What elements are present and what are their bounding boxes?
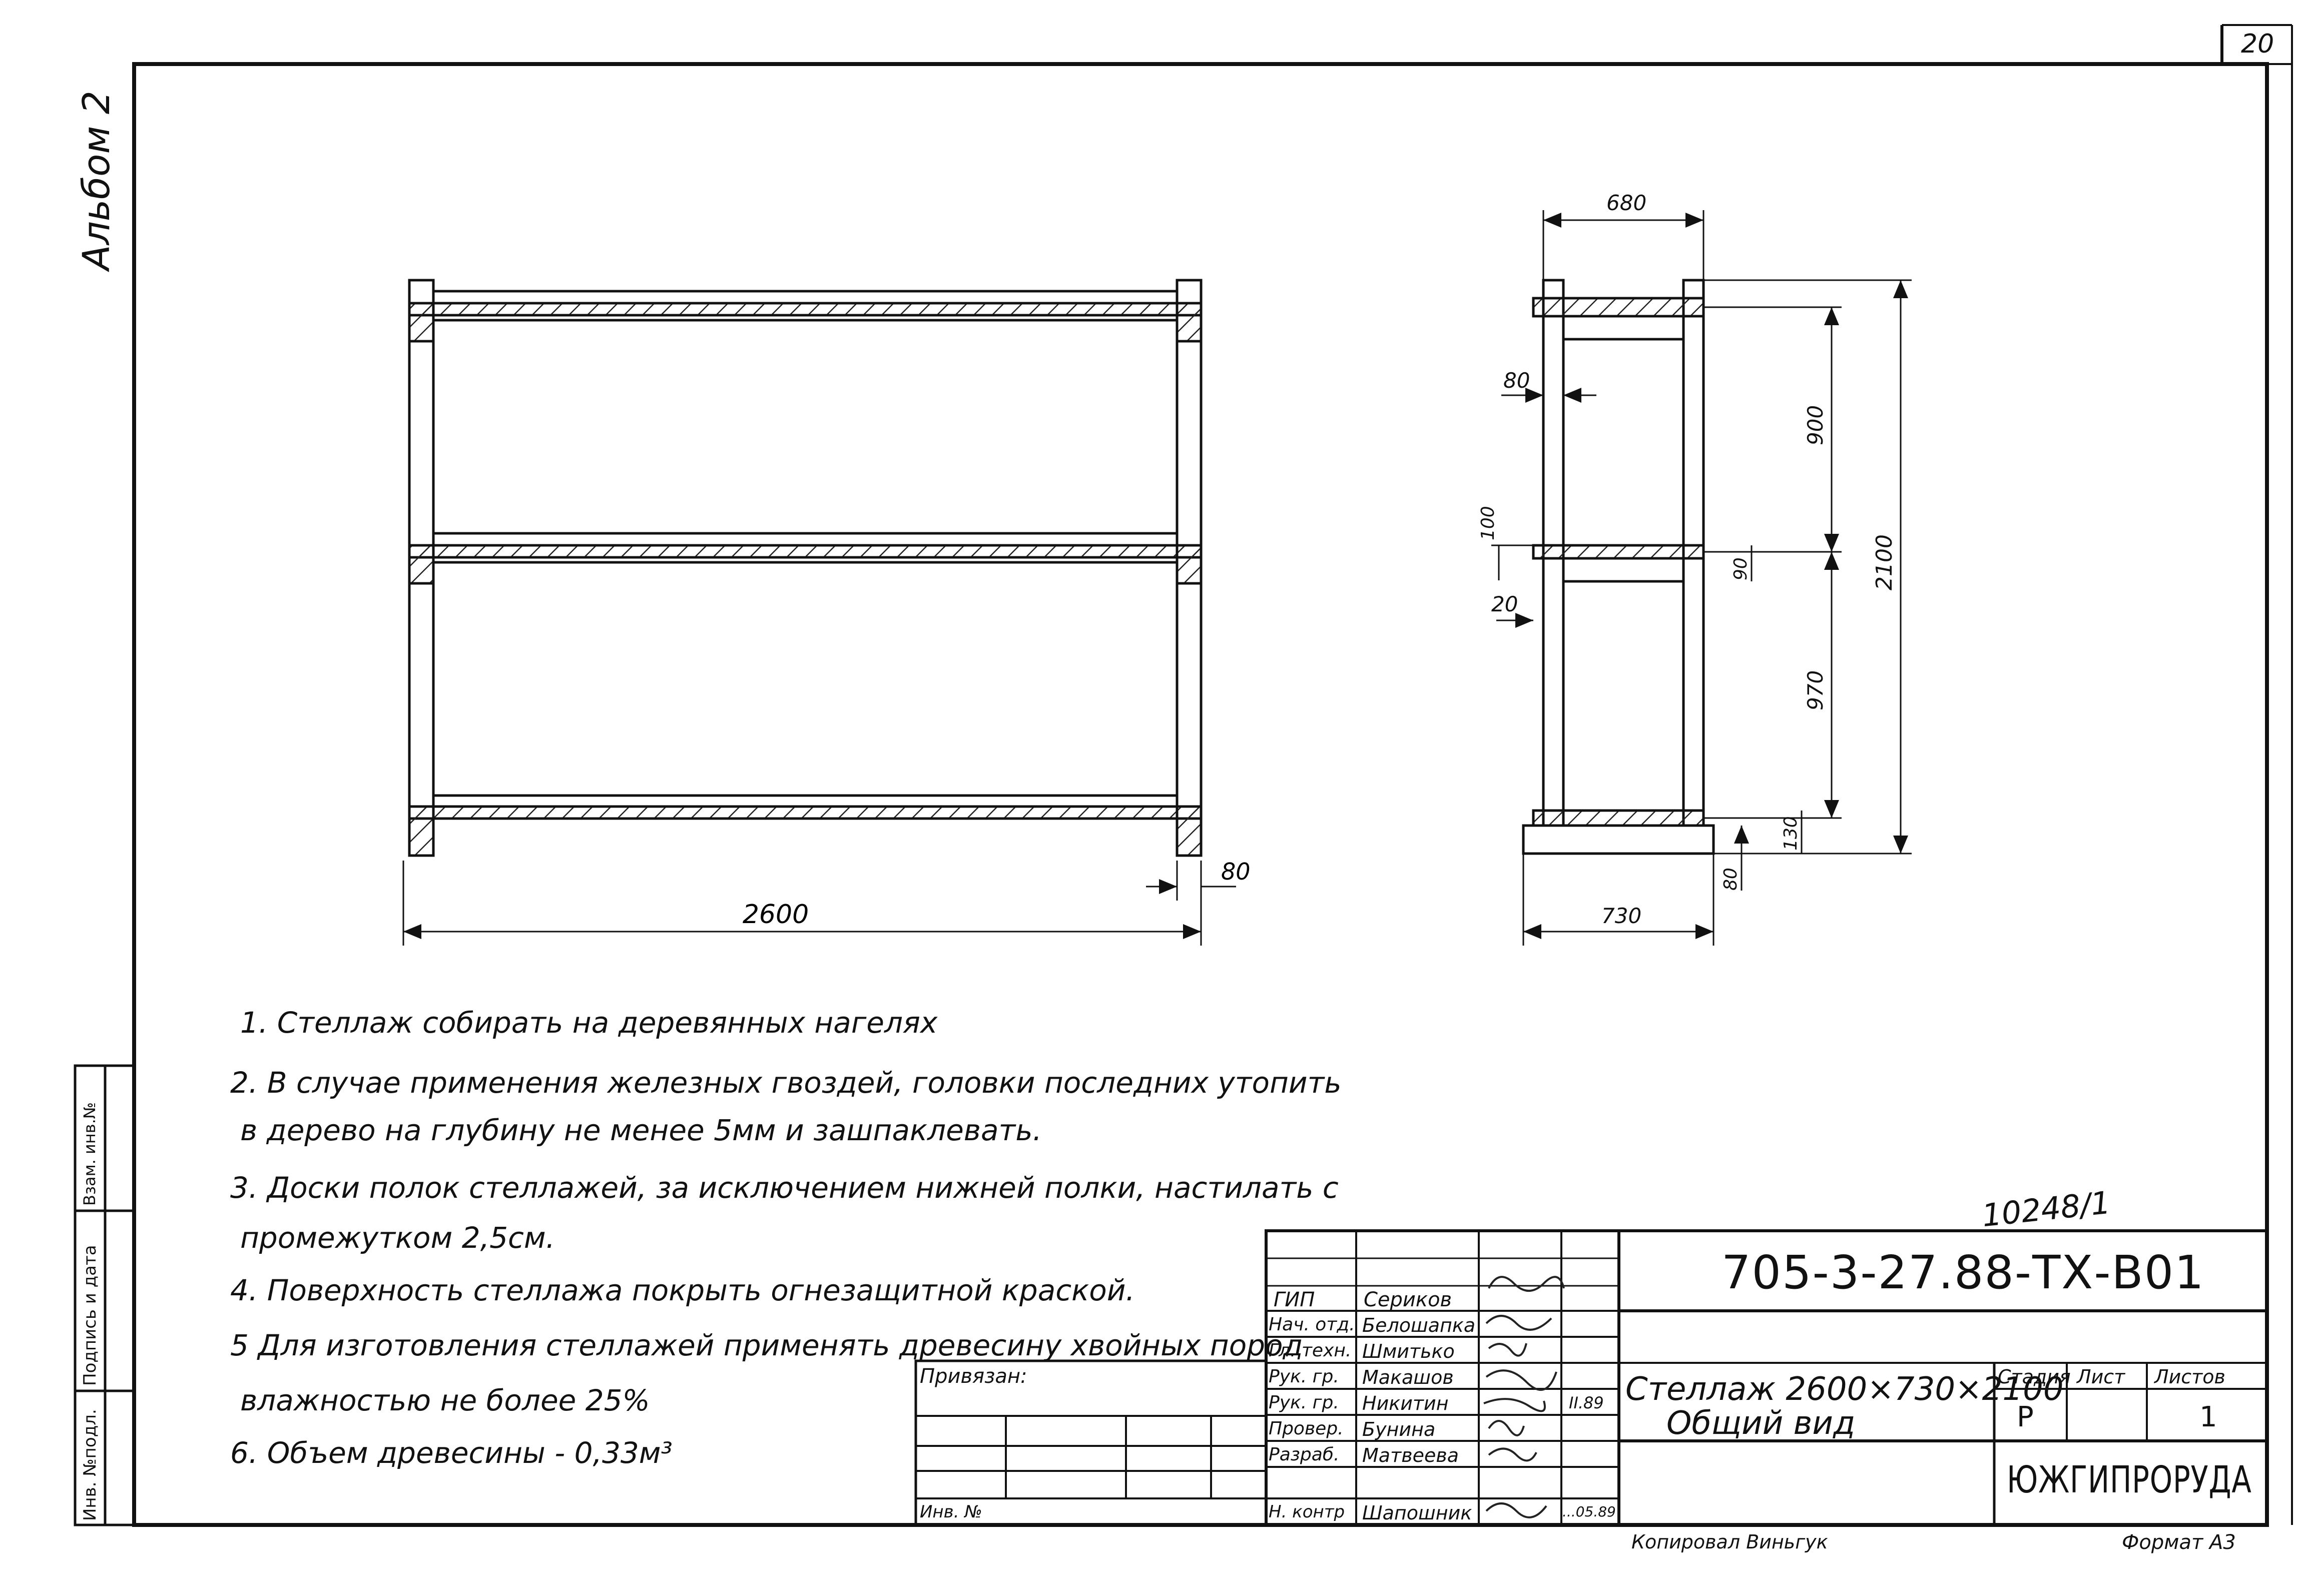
note-5a: 5 Для изготовления стеллажей применять д… (230, 1328, 1303, 1362)
sheets-header: Листов (2154, 1366, 2225, 1388)
date-n-kontr: ...05.89 (1562, 1503, 1616, 1520)
side-base (1522, 824, 1715, 855)
name-prover: Бунина (1362, 1418, 1436, 1440)
name-n-kontr: Шапошник (1362, 1502, 1472, 1524)
inventory-number-label: Инв. № (920, 1502, 982, 1522)
role-ruk-gr-2: Рук. гр. (1269, 1392, 1339, 1413)
front-shelf-top (408, 302, 1203, 317)
name-ruk-gr-2: Никитин (1362, 1392, 1449, 1414)
note-2b: в дерево на глубину не менее 5мм и зашпа… (240, 1113, 1042, 1147)
side-dim-upper-label: 900 (1803, 405, 1828, 445)
side-dim-total-label: 2100 (1872, 534, 1897, 590)
date-ruk-gr-2: II.89 (1569, 1393, 1604, 1412)
copied-by: Копировал Виньгук (1631, 1531, 1828, 1553)
side-dim-bottom-shelf-label: 130 (1781, 816, 1801, 851)
front-shelf-mid (408, 544, 1203, 559)
album-label: Альбом 2 (75, 91, 118, 270)
front-shelf-bottom (408, 805, 1203, 820)
format-label: Формат А3 (2122, 1531, 2236, 1554)
name-gl-tekhn: Шмитько (1362, 1340, 1455, 1362)
side-dim-post-label: 80 (1503, 368, 1530, 393)
note-6: 6. Объем древесины - 0,33м³ (230, 1436, 673, 1470)
note-2a: 2. В случае применения железных гвоздей,… (230, 1066, 1342, 1100)
document-code: 705-3-27.88-ТХ-В01 (1721, 1246, 2205, 1299)
side-dim-board-label: 100 (1478, 506, 1498, 540)
sheets-value: 1 (2199, 1401, 2217, 1433)
role-n-kontr: Н. контр (1269, 1502, 1345, 1522)
organization-name: ЮЖГИПРОРУДА (2007, 1458, 2252, 1501)
side-stamp-sign: Подпись и дата (80, 1245, 100, 1386)
side-stamp-box (74, 1064, 136, 1526)
role-nach-otd: Нач. отд. (1269, 1314, 1355, 1335)
side-stamp-replace: Взам. инв.№ (80, 1102, 99, 1206)
front-dim-width-label: 2600 (743, 900, 809, 930)
role-prover: Провер. (1269, 1418, 1344, 1439)
name-razrab: Матвеева (1362, 1444, 1459, 1466)
name-ruk-gr-1: Макашов (1362, 1366, 1454, 1388)
role-ruk-gr-1: Рук. гр. (1269, 1366, 1339, 1387)
side-dim-shelf-mid-label: 90 (1731, 557, 1751, 580)
name-nach-otd: Белошапка (1362, 1314, 1476, 1336)
side-dim-top-label: 680 (1606, 191, 1646, 215)
sheet-header: Лист (2077, 1366, 2125, 1388)
role-gip: ГИП (1274, 1288, 1315, 1311)
front-dim-post-label: 80 (1221, 858, 1251, 885)
signatures (1483, 1276, 1565, 1518)
note-1: 1. Стеллаж собирать на деревянных нагеля… (240, 1006, 938, 1040)
role-gl-tekhn: Гл. техн. (1269, 1340, 1352, 1361)
drawing-title-line1: Стеллаж 2600×730×2100 (1625, 1371, 2064, 1408)
title-block (914, 1229, 2268, 1526)
side-dim-base-label: 730 (1601, 904, 1641, 928)
page-number: 20 (2241, 29, 2274, 59)
note-5b: влажностью не более 25% (240, 1383, 650, 1417)
side-view (1491, 210, 1912, 946)
note-4: 4. Поверхность стеллажа покрыть огнезащи… (230, 1273, 1135, 1307)
name-gip: Сериков (1364, 1288, 1452, 1311)
stage-header: Стадия (1998, 1366, 2071, 1388)
role-razrab: Разраб. (1269, 1444, 1340, 1465)
drawing-title-line2: Общий вид (1666, 1405, 1856, 1442)
side-dim-gap-label: 20 (1491, 592, 1518, 616)
note-3a: 3. Доски полок стеллажей, за исключением… (230, 1171, 1339, 1205)
note-3b: промежутком 2,5см. (240, 1221, 555, 1255)
side-dim-lower-label: 970 (1803, 670, 1828, 710)
side-dim-foot-label: 80 (1720, 868, 1741, 891)
front-view (402, 279, 1236, 946)
stage-value: Р (2017, 1401, 2034, 1433)
side-stamp-inv: Инв. №подл. (80, 1409, 100, 1521)
privyazan-label: Привязан: (920, 1365, 1027, 1388)
